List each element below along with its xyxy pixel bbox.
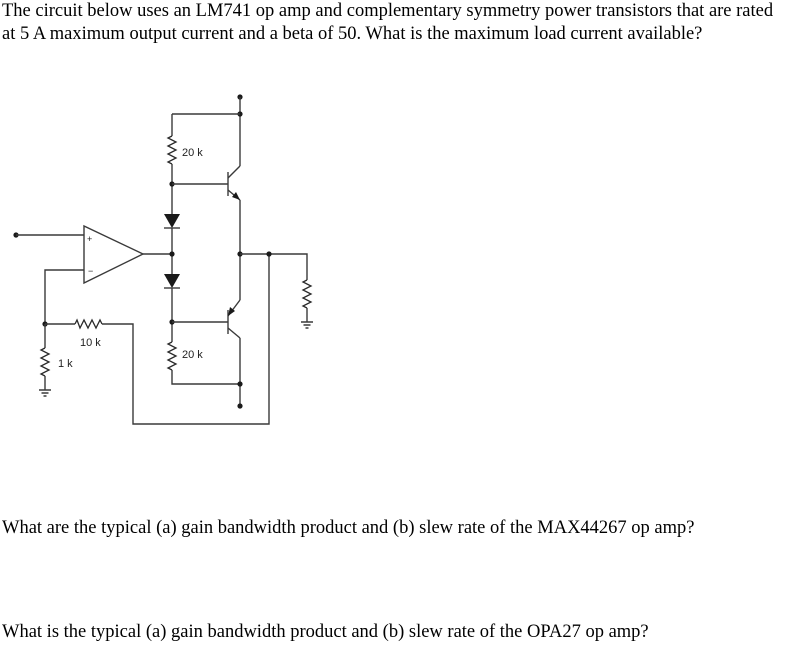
feedback-resistor-label: 10 k xyxy=(80,337,101,349)
feedback-wire xyxy=(102,254,270,425)
opamp-minus-label: − xyxy=(88,266,93,276)
load-resistor xyxy=(301,279,313,309)
bias-resistor-bottom-label: 20 k xyxy=(182,349,203,361)
pnp-transistor xyxy=(227,299,241,339)
question-1-text: The circuit below uses an LM741 op amp a… xyxy=(2,1,774,44)
ground-symbol-right xyxy=(301,321,313,329)
ground-resistor xyxy=(39,347,51,377)
question-3-text: What is the typical (a) gain bandwidth p… xyxy=(2,622,649,642)
input-terminal xyxy=(13,232,19,238)
negative-supply-terminal xyxy=(237,403,243,409)
question-2-text: What are the typical (a) gain bandwidth … xyxy=(2,518,695,538)
load-wire xyxy=(240,253,308,280)
feedback-resistor xyxy=(74,318,103,330)
bias-resistor-bottom xyxy=(166,341,178,371)
npn-transistor xyxy=(227,165,241,201)
ground-symbol-left xyxy=(39,389,51,397)
inverting-input-wire xyxy=(44,269,84,324)
bias-resistor-top-label: 20 k xyxy=(182,147,203,159)
op-amp: + − xyxy=(83,224,145,285)
diode-lower xyxy=(164,274,180,289)
diode-upper xyxy=(164,214,180,229)
bias-resistor-top xyxy=(166,135,178,165)
opamp-plus-label: + xyxy=(87,234,92,244)
ground-resistor-label: 1 k xyxy=(58,358,73,370)
